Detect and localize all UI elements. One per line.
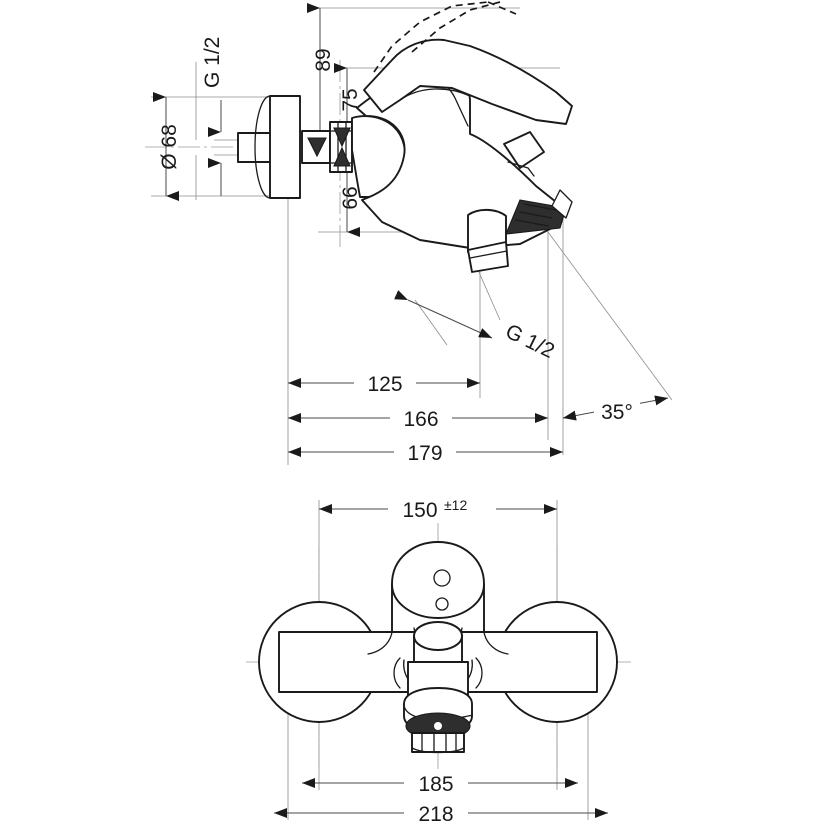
dimension-len-179-label: 179 xyxy=(407,442,442,465)
front-plan-view: 150 ±12 xyxy=(246,495,632,827)
mixer-body-front xyxy=(278,541,598,754)
dimension-w-185: 185 xyxy=(302,769,578,797)
dimension-w-218-label: 218 xyxy=(418,803,453,826)
wall-inlet-assembly xyxy=(237,95,353,199)
dimension-h-89: 89 xyxy=(307,3,335,150)
dimension-outlet-thread-label: G 1/2 xyxy=(502,320,558,363)
dimension-cc-150-label: 150 xyxy=(402,499,437,522)
dimension-w-218: 218 xyxy=(274,799,608,827)
dimension-angle-35: 35° xyxy=(547,231,673,424)
dimension-dia-68: Ø 68 xyxy=(153,92,181,201)
dimension-cc-150-tolerance: ±12 xyxy=(444,497,467,513)
dimension-len-125-label: 125 xyxy=(367,373,402,396)
dimension-len-179: 179 xyxy=(288,439,563,465)
dimension-len-125: 125 xyxy=(288,370,480,396)
side-elevation-view: Ø 68 G 1/2 89 75 66 xyxy=(145,1,673,465)
mixer-body-side xyxy=(351,1,573,273)
dimension-cc-150: 150 ±12 xyxy=(319,495,557,523)
dimension-inlet-thread: G 1/2 xyxy=(201,37,224,196)
dimension-len-166: 166 xyxy=(288,405,548,431)
dimension-h-89-label: 89 xyxy=(312,48,335,71)
dimension-h-75-label: 75 xyxy=(339,88,362,111)
dimension-dia-68-label: Ø 68 xyxy=(158,124,181,170)
dimension-len-166-label: 166 xyxy=(403,408,438,431)
dimension-outlet-thread: G 1/2 xyxy=(394,290,558,363)
dimension-w-185-label: 185 xyxy=(418,773,453,796)
dimension-inlet-thread-label: G 1/2 xyxy=(201,37,224,88)
dimension-angle-35-label: 35° xyxy=(601,401,633,424)
dimension-h-66-label: 66 xyxy=(339,186,362,209)
